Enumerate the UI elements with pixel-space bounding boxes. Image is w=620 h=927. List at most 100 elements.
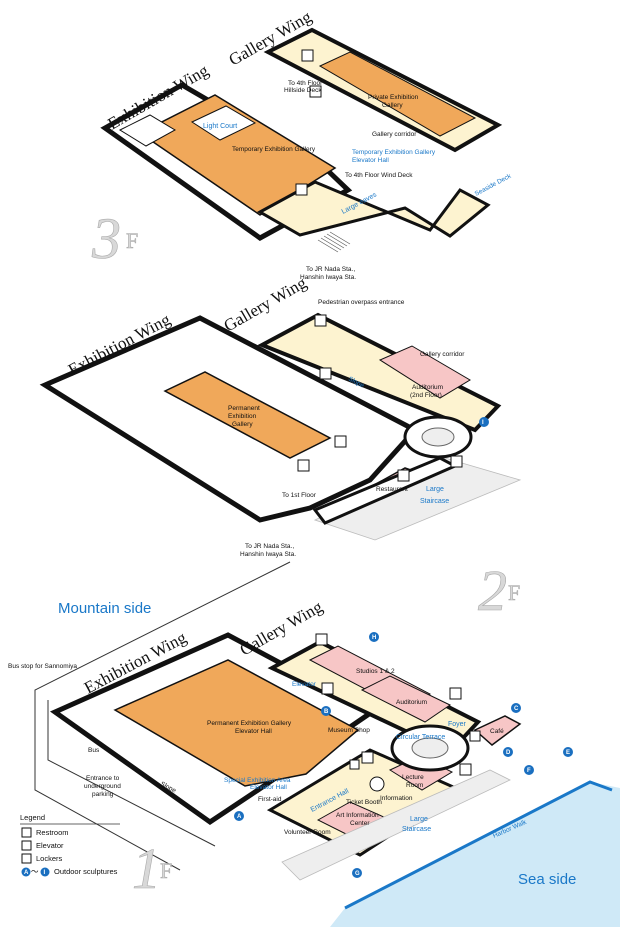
- 3f-gallery-corridor-label: Gallery corridor: [372, 131, 417, 138]
- 1f-auditorium: [360, 675, 451, 723]
- 1f-large-staircase-label-1: Large: [410, 816, 428, 823]
- lockers-icon: [21, 853, 32, 864]
- 2f-elevator-icon: [450, 455, 463, 468]
- 3f-private-gallery-label-2: Gallery: [382, 102, 403, 109]
- 1f-mountain-side-label: Mountain side: [58, 600, 151, 617]
- 3f-floor-number: 3: [91, 206, 121, 271]
- sculpture-marker-b: [321, 706, 331, 716]
- 3f-restroom-icon: [301, 49, 314, 62]
- 2f-restaurant-icon: [397, 469, 410, 482]
- elevator-icon: [21, 840, 32, 851]
- 1f-lecture-label-2: Room: [406, 782, 423, 789]
- floor-1f: To JR Nada Sta., Hanshin Iwaya Sta. Moun…: [8, 543, 620, 927]
- 3f-light-court: [190, 105, 257, 141]
- 1f-elevator-label: Elevator: [292, 681, 317, 688]
- 1f-permanent-gallery: [113, 659, 360, 787]
- 1f-ticket-booth-label: Ticket Booth: [346, 799, 382, 806]
- legend-marker-a-icon: [21, 867, 31, 877]
- 1f-volunteer-label: Volunteer Room: [284, 829, 331, 836]
- 3f-seaside-deck-label: Seaside Deck: [474, 172, 513, 197]
- 1f-elevator-icon: [459, 763, 472, 776]
- 2f-auditorium-label-1: Auditorium: [412, 384, 443, 391]
- 1f-entrance-label-3: parking: [92, 791, 114, 798]
- 1f-bus-label: Bus: [88, 747, 100, 754]
- 3f-to-hillside-label-1: To 4th Floor: [288, 80, 323, 87]
- 3f-private-gallery-label-1: Private Exhibition: [368, 94, 419, 101]
- sculpture-marker-h: [369, 632, 379, 642]
- 1f-cafe-label: Café: [490, 728, 504, 735]
- 1f-road-line: [47, 700, 216, 847]
- 3f-light-court-label: Light Court: [203, 123, 237, 130]
- 1f-museum-shop-label: Museum Shop: [328, 727, 370, 734]
- 2f-gallery-wing-outline: [257, 312, 502, 433]
- 1f-circular-terrace-label: Circular Terrace: [396, 734, 445, 741]
- sculpture-marker-label: B: [324, 709, 329, 715]
- sculpture-marker-label: E: [566, 750, 570, 756]
- 3f-private-gallery: [318, 51, 477, 137]
- 1f-restroom-icon: [315, 633, 328, 646]
- 1f-foyer-label: Foyer: [448, 721, 467, 728]
- legend: Legend Restroom Elevator Lockers A 〜 I O…: [20, 813, 120, 877]
- sculpture-marker-label: H: [372, 635, 376, 641]
- 1f-studios-label: Studios 1 & 2: [356, 668, 395, 675]
- 2f-gallery-corridor-label: Gallery corridor: [420, 351, 465, 358]
- 1f-entrance-label-2: underground: [84, 783, 121, 790]
- 3f-large-eaves-corridor: [256, 180, 491, 238]
- legend-marker-a-label: A: [24, 870, 29, 876]
- legend-title: Legend: [20, 813, 45, 822]
- 2f-floor-number: 2: [478, 558, 507, 623]
- 2f-to-1st-label: To 1st Floor: [282, 492, 317, 499]
- sculpture-marker-label: C: [514, 706, 519, 712]
- 1f-lockers-icon: [349, 759, 360, 770]
- 1f-permanent-label-2: Elevator Hall: [235, 728, 272, 735]
- 3f-to-hillside-label-2: Hillside Deck: [284, 87, 322, 94]
- 2f-large-staircase-label-1: Large: [426, 486, 444, 493]
- 2f-permanent-gallery: [163, 371, 332, 459]
- 3f-void: [118, 114, 177, 147]
- 1f-to-jr-label-1: To JR Nada Sta.,: [245, 543, 294, 550]
- 2f-permanent-label-3: Gallery: [232, 421, 253, 428]
- floor-2f: To JR Nada Sta., Hanshin Iwaya Sta. Pede…: [39, 266, 522, 623]
- 1f-road-line: [34, 561, 291, 871]
- legend-sculptures-label: Outdoor sculptures: [54, 867, 118, 876]
- 3f-to-wind-deck-label: To 4th Floor Wind Deck: [345, 172, 413, 179]
- 1f-auditorium-label: Auditorium: [396, 699, 427, 706]
- 1f-permanent-label-1: Permanent Exhibition Gallery: [207, 720, 292, 727]
- 1f-information-label: Information: [380, 795, 413, 802]
- 3f-temporary-gallery-label: Temporary Exhibition Gallery: [232, 146, 316, 153]
- 1f-special-label-2: Elevator Hall: [250, 784, 287, 791]
- sculpture-marker-label: F: [527, 768, 531, 774]
- 2f-auditorium-label-2: (2nd Floor): [410, 392, 442, 399]
- 2f-pedestrian-label: Pedestrian overpass entrance: [318, 299, 405, 306]
- sculpture-marker-c: [511, 703, 521, 713]
- sculpture-marker-f: [524, 765, 534, 775]
- sculpture-marker-e: [563, 747, 573, 757]
- legend-lockers-label: Lockers: [36, 854, 63, 863]
- 2f-auditorium: [378, 345, 471, 399]
- 3f-stairs: [317, 231, 351, 253]
- 1f-special-label-1: Special Exhibition Area: [224, 777, 291, 784]
- 1f-shoreline: [344, 780, 613, 910]
- 3f-floor-letter: F: [126, 228, 138, 253]
- 1f-large-staircase-area: [281, 769, 511, 881]
- sculpture-marker-label: A: [237, 814, 242, 820]
- 1f-large-staircase-label-2: Staircase: [402, 826, 431, 833]
- 2f-elevator-icon: [297, 459, 310, 472]
- 2f-sculpture-marker-i-label: I: [482, 420, 484, 426]
- 2f-permanent-label-1: Permanent: [228, 405, 260, 412]
- legend-restroom-label: Restroom: [36, 828, 69, 837]
- sculpture-marker-d: [503, 747, 513, 757]
- 1f-elevator-icon: [321, 682, 334, 695]
- legend-marker-i-label: I: [44, 870, 46, 876]
- 2f-to-jr-label-1: To JR Nada Sta.,: [306, 266, 355, 273]
- 3f-temp-elevator-hall-label-1: Temporary Exhibition Gallery: [352, 149, 436, 156]
- 2f-to-jr-label-2: Hanshin Iwaya Sta.: [300, 274, 356, 281]
- 1f-floor-number: 1: [132, 836, 161, 901]
- 1f-cafe: [473, 715, 522, 746]
- legend-range-tilde: 〜: [31, 867, 39, 876]
- 1f-to-jr-label-2: Hanshin Iwaya Sta.: [240, 551, 296, 558]
- sculpture-marker-label: D: [506, 750, 511, 756]
- 3f-temporary-gallery-area: [138, 94, 337, 216]
- 1f-circular-terrace-inner: [411, 737, 449, 759]
